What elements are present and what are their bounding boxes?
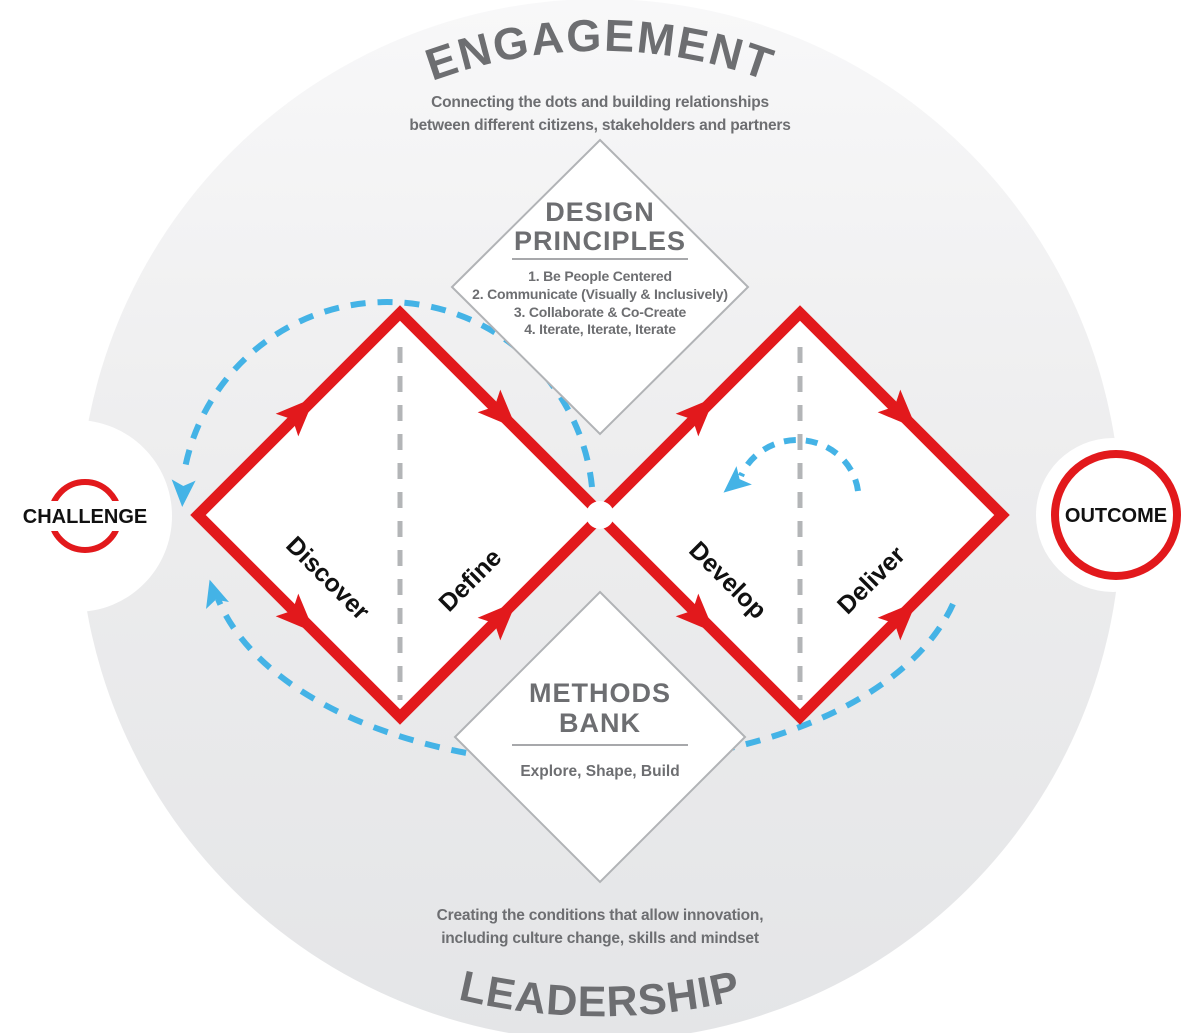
leadership-subtitle-line1: Creating the conditions that allow innov… <box>437 907 764 924</box>
design-principle-item: 3. Collaborate & Co-Create <box>514 304 687 320</box>
outcome-label: OUTCOME <box>1065 505 1167 527</box>
methods-bank-card: METHODS BANK Explore, Shape, Build <box>453 590 747 884</box>
leadership-subtitle-line2: including culture change, skills and min… <box>441 930 759 947</box>
design-principles-diamond <box>450 138 750 436</box>
iteration-arc-develop <box>738 437 861 492</box>
flow-arrow-icon <box>275 397 315 437</box>
challenge-ring-gap <box>14 501 156 531</box>
methods-bank-subtitle: Explore, Shape, Build <box>520 763 679 780</box>
flow-arrow-icon <box>477 389 517 429</box>
design-principles-title-line1: DESIGN <box>545 197 655 227</box>
flow-arrow-icon <box>877 389 917 429</box>
design-principles-title-line2: PRINCIPLES <box>514 226 686 256</box>
methods-bank-diamond <box>453 590 747 884</box>
flow-arrow-icon <box>275 593 315 633</box>
engagement-subtitle-line1: Connecting the dots and building relatio… <box>431 94 769 111</box>
iteration-arrow-top-icon <box>171 479 196 507</box>
design-principle-item: 2. Communicate (Visually & Inclusively) <box>472 286 728 302</box>
engagement-subtitle-line2: between different citizens, stakeholders… <box>409 117 790 134</box>
iteration-arc-bottom <box>215 597 956 767</box>
flow-arrow-icon <box>675 397 715 437</box>
design-principle-item: 4. Iterate, Iterate, Iterate <box>524 321 676 337</box>
methods-bank-title-line1: METHODS <box>529 678 671 708</box>
outcome-node: OUTCOME <box>1036 438 1190 592</box>
methods-bank-title-line2: BANK <box>559 708 641 738</box>
challenge-label: CHALLENGE <box>23 506 147 528</box>
challenge-node: CHALLENGE <box>0 420 172 612</box>
flow-arrow-icon <box>675 593 715 633</box>
iteration-arc-top <box>182 299 595 488</box>
flow-arrow-icon <box>877 601 917 641</box>
iteration-arrow-bottom-icon <box>206 579 229 609</box>
design-principle-item: 1. Be People Centered <box>528 268 672 284</box>
center-dot <box>586 501 614 529</box>
outcome-bg-circle <box>1036 438 1190 592</box>
iteration-arrow-develop-icon <box>723 466 752 493</box>
flow-arrow-icon <box>477 601 517 641</box>
design-principles-card: DESIGN PRINCIPLES 1. Be People Centered … <box>450 138 750 436</box>
outcome-ring-icon <box>1051 450 1181 580</box>
